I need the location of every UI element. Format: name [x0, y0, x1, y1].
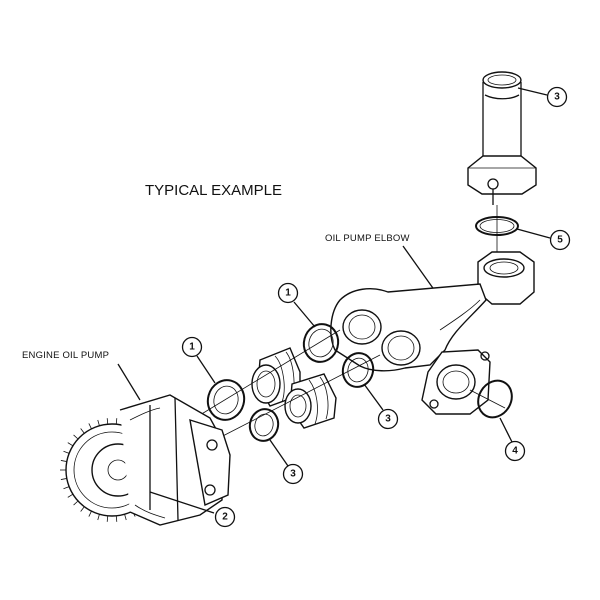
svg-text:3: 3: [554, 92, 560, 103]
axis-line-upper: [194, 329, 341, 419]
svg-text:1: 1: [285, 288, 291, 299]
o-ring-1-left: [206, 379, 246, 421]
gear-tooth: [97, 419, 100, 426]
callout-3-mid: 3: [363, 383, 399, 430]
callout-4: 4: [499, 417, 526, 462]
o-ring-5: [475, 216, 519, 236]
gear-tooth: [63, 450, 70, 454]
gear-tooth: [115, 515, 118, 522]
svg-text:3: 3: [385, 414, 391, 425]
label-engine-oil-pump: ENGINE OIL PUMP: [22, 350, 109, 361]
gear-tooth: [97, 514, 100, 521]
o-ring-1-right: [302, 323, 340, 363]
callout-3-low: 3: [269, 439, 304, 485]
gear-tooth: [80, 428, 85, 434]
o-ring-3-mid: [341, 352, 375, 388]
gear-tooth: [106, 418, 109, 425]
gear-tooth: [60, 478, 67, 480]
callout-3-top: 3: [517, 86, 568, 108]
gear-tooth: [106, 515, 109, 522]
gear-tooth: [124, 514, 127, 521]
vertical-tube: [467, 71, 537, 205]
gear-tooth: [63, 486, 70, 490]
callout-2: 2: [149, 491, 236, 528]
label-oil-pump-elbow: OIL PUMP ELBOW: [325, 233, 410, 244]
callout-5: 5: [516, 228, 571, 251]
gear-tooth: [67, 442, 74, 447]
svg-text:3: 3: [290, 469, 296, 480]
svg-text:1: 1: [189, 342, 195, 353]
connector-sleeves: [251, 347, 337, 429]
gear-tooth: [67, 493, 74, 498]
gear-tooth: [88, 510, 92, 517]
callout-1-left: 1: [181, 336, 216, 384]
svg-text:2: 2: [222, 512, 228, 523]
svg-text:5: 5: [557, 235, 563, 246]
o-ring-3-low: [248, 408, 280, 442]
gear-tooth: [88, 423, 92, 430]
leader-engine-oil-pump: [117, 363, 141, 401]
o-ring-4: [477, 379, 513, 419]
axis-line-lower: [214, 354, 381, 441]
diagram-title: TYPICAL EXAMPLE: [145, 182, 282, 199]
callout-1-right: 1: [277, 282, 316, 328]
gear-tooth: [115, 418, 118, 425]
gear-tooth: [73, 500, 79, 506]
gear-tooth: [80, 506, 85, 512]
gear-tooth: [73, 434, 79, 440]
gear-tooth: [60, 460, 67, 462]
engine-oil-pump: [60, 394, 231, 526]
svg-text:4: 4: [512, 446, 518, 457]
oil-pump-elbow: [330, 251, 535, 415]
